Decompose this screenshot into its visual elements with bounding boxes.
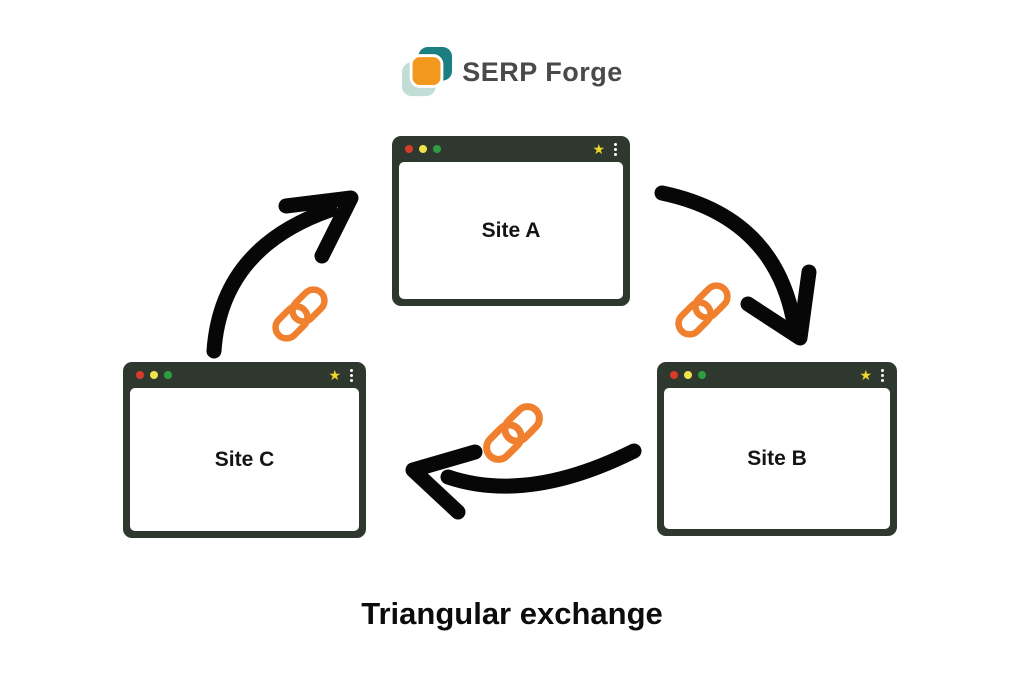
star-icon: ★ [328,367,341,383]
window-titlebar: ★ [130,362,359,388]
site-a-label: Site A [481,218,541,242]
window-titlebar: ★ [664,362,890,388]
link-icon-bottom [483,403,543,463]
arrow-site-a-to-site-b [654,185,817,346]
maximize-icon [433,145,441,153]
traffic-lights [136,371,178,379]
maximize-icon [164,371,172,379]
browser-window-site-c: ★ Site C [123,362,366,538]
window-content: Site A [399,162,623,299]
link-icon-left [272,286,328,342]
arrow-site-b-to-site-c [405,443,642,520]
star-icon: ★ [859,367,872,383]
site-c-label: Site C [214,447,275,471]
browser-window-site-b: ★ Site B [657,362,897,536]
link-icon-right [675,282,731,338]
site-b-label: Site B [747,446,807,470]
maximize-icon [698,371,706,379]
brand-name: SERP Forge [462,56,623,87]
diagram-title: Triangular exchange [361,596,663,631]
window-content: Site C [130,388,359,531]
arrow-site-c-to-site-a [206,190,359,359]
minimize-icon [150,371,158,379]
kebab-menu-icon [612,142,619,157]
minimize-icon [419,145,427,153]
star-icon: ★ [592,141,605,157]
browser-window-site-a: ★ Site A [392,136,630,306]
close-icon [405,145,413,153]
close-icon [670,371,678,379]
kebab-menu-icon [348,368,355,383]
serp-forge-logo-icon [402,46,453,97]
traffic-lights [670,371,712,379]
brand-logo: SERP Forge [0,44,1024,100]
close-icon [136,371,144,379]
window-content: Site B [664,388,890,529]
minimize-icon [684,371,692,379]
window-titlebar: ★ [399,136,623,162]
traffic-lights [405,145,447,153]
kebab-menu-icon [879,368,886,383]
